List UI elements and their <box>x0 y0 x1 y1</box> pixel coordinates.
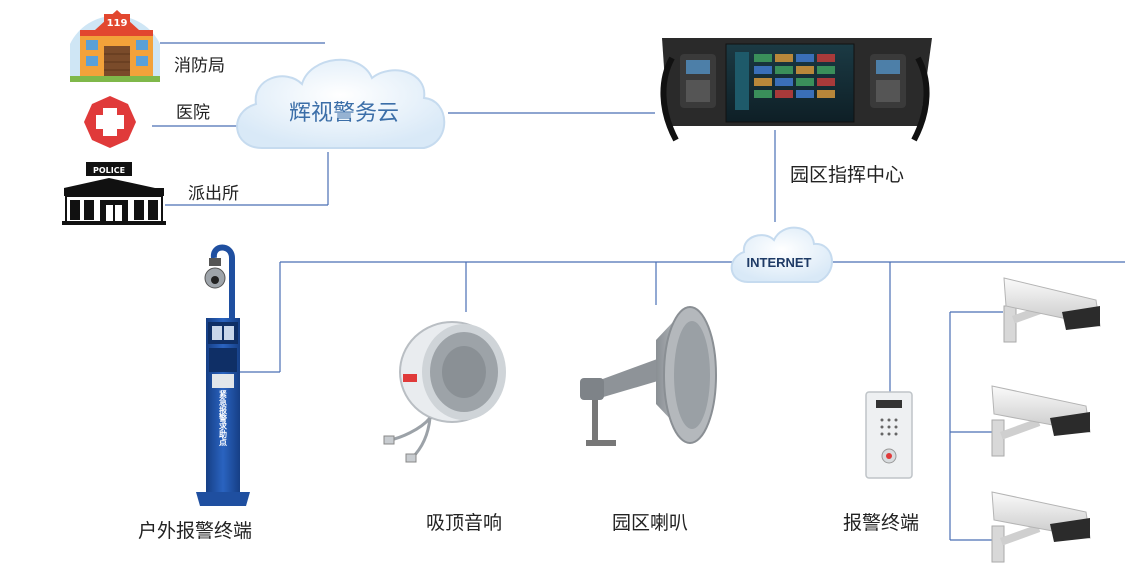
fire-station-label: 消防局 <box>174 56 225 76</box>
horn-speaker-icon <box>580 306 717 446</box>
alarm-terminal-label: 报警终端 <box>843 512 920 534</box>
camera-1-icon <box>1003 277 1101 343</box>
hospital-cross-icon <box>84 96 136 148</box>
police-cloud: 辉视警务云 <box>236 58 446 149</box>
fire-station-icon: 119 <box>70 10 160 82</box>
command-center-label: 园区指挥中心 <box>790 164 905 186</box>
terminal-speaker-grille <box>880 418 898 436</box>
camera-3-icon <box>991 491 1091 563</box>
internet-label: INTERNET <box>747 255 812 270</box>
alarm-terminal-icon <box>865 391 913 479</box>
ceiling-speaker-label: 吸顶音响 <box>426 512 503 534</box>
police-station-label: 派出所 <box>188 184 239 204</box>
console-screen-tiles <box>735 52 835 110</box>
hospital-label: 医院 <box>176 103 210 123</box>
connection-lines <box>152 42 1125 541</box>
cloud-label: 辉视警务云 <box>289 101 399 126</box>
ceiling-speaker-icon <box>383 321 506 463</box>
camera-2-icon <box>991 385 1091 457</box>
outdoor-alarm-pole-icon: 紧急报警求助点 <box>196 244 250 506</box>
command-console-icon <box>660 38 932 142</box>
pole-text: 紧急报警求助点 <box>218 390 228 447</box>
outdoor-alarm-label: 户外报警终端 <box>138 520 253 542</box>
internet-cloud: INTERNET <box>730 226 833 283</box>
police-station-icon: POLICE <box>62 162 166 225</box>
police-badge: POLICE <box>93 166 125 175</box>
horn-label: 园区喇叭 <box>612 512 689 534</box>
fire-badge: 119 <box>107 18 128 29</box>
